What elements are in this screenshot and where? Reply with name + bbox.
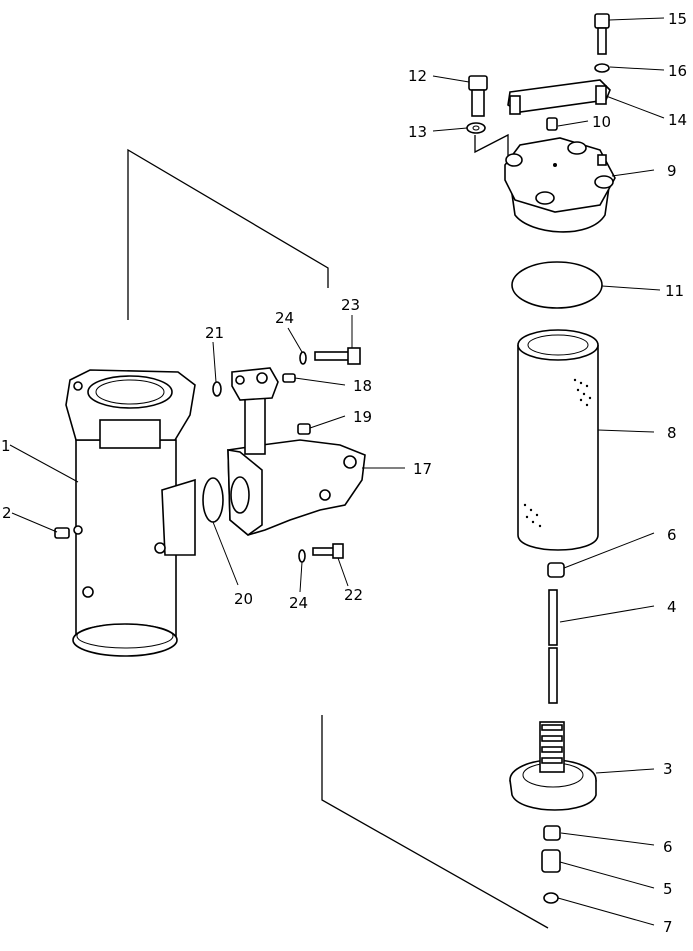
callout-13: 13 [408,123,427,141]
callout-19: 19 [353,408,372,426]
bolt-12 [468,75,488,117]
callouts: 1 2 3 4 5 6 6 7 8 9 10 11 12 13 14 15 16… [1,10,687,936]
callout-17: 17 [413,460,432,478]
filter-element [517,329,599,551]
washer-13 [466,122,486,134]
plug-10 [546,117,558,131]
filter-housing [65,369,196,657]
callout-3: 3 [663,760,673,778]
callout-21: 21 [205,324,224,342]
washer-16 [594,63,610,73]
filter-base [509,721,597,811]
callout-9: 9 [667,162,677,180]
callout-24-lower: 24 [289,594,308,612]
callout-4: 4 [667,598,677,616]
callout-14: 14 [668,111,687,129]
callout-11: 11 [665,282,684,300]
callout-20: 20 [234,590,253,608]
handle-14 [507,79,611,115]
o-ring-11 [511,261,603,309]
nut-6-lower [543,825,561,841]
bolt-15 [594,13,610,55]
callout-15: 15 [668,10,687,28]
callout-18: 18 [353,377,372,395]
bolt-22 [312,543,344,559]
plug-part [54,527,70,539]
part-5 [541,849,561,873]
bolt-23 [314,347,361,365]
filter-cover [504,137,616,233]
o-ring-21 [212,381,222,397]
elbow-bracket [227,367,366,537]
callout-2: 2 [2,504,12,522]
nut-6-upper [547,562,565,578]
ring-7 [543,892,559,904]
callout-23: 23 [341,296,360,314]
filter-dots-top [573,378,592,407]
callout-6-lower: 6 [663,838,673,856]
callout-5: 5 [663,880,673,898]
rod-4 [548,589,558,704]
filter-dots-bottom [523,503,542,528]
washer-24-upper [299,351,307,365]
o-ring-20 [202,477,224,523]
callout-6-upper: 6 [667,526,677,544]
assembly-lines [127,133,549,929]
fitting-18 [282,373,296,383]
callout-1: 1 [1,437,11,455]
callout-24-upper: 24 [275,309,294,327]
washer-24-lower [298,549,306,563]
callout-8: 8 [667,424,677,442]
callout-7: 7 [663,918,673,936]
callout-12: 12 [408,67,427,85]
leader-lines [9,17,665,926]
fitting-19 [297,423,311,435]
callout-22: 22 [344,586,363,604]
callout-10: 10 [592,113,611,131]
callout-16: 16 [668,62,687,80]
